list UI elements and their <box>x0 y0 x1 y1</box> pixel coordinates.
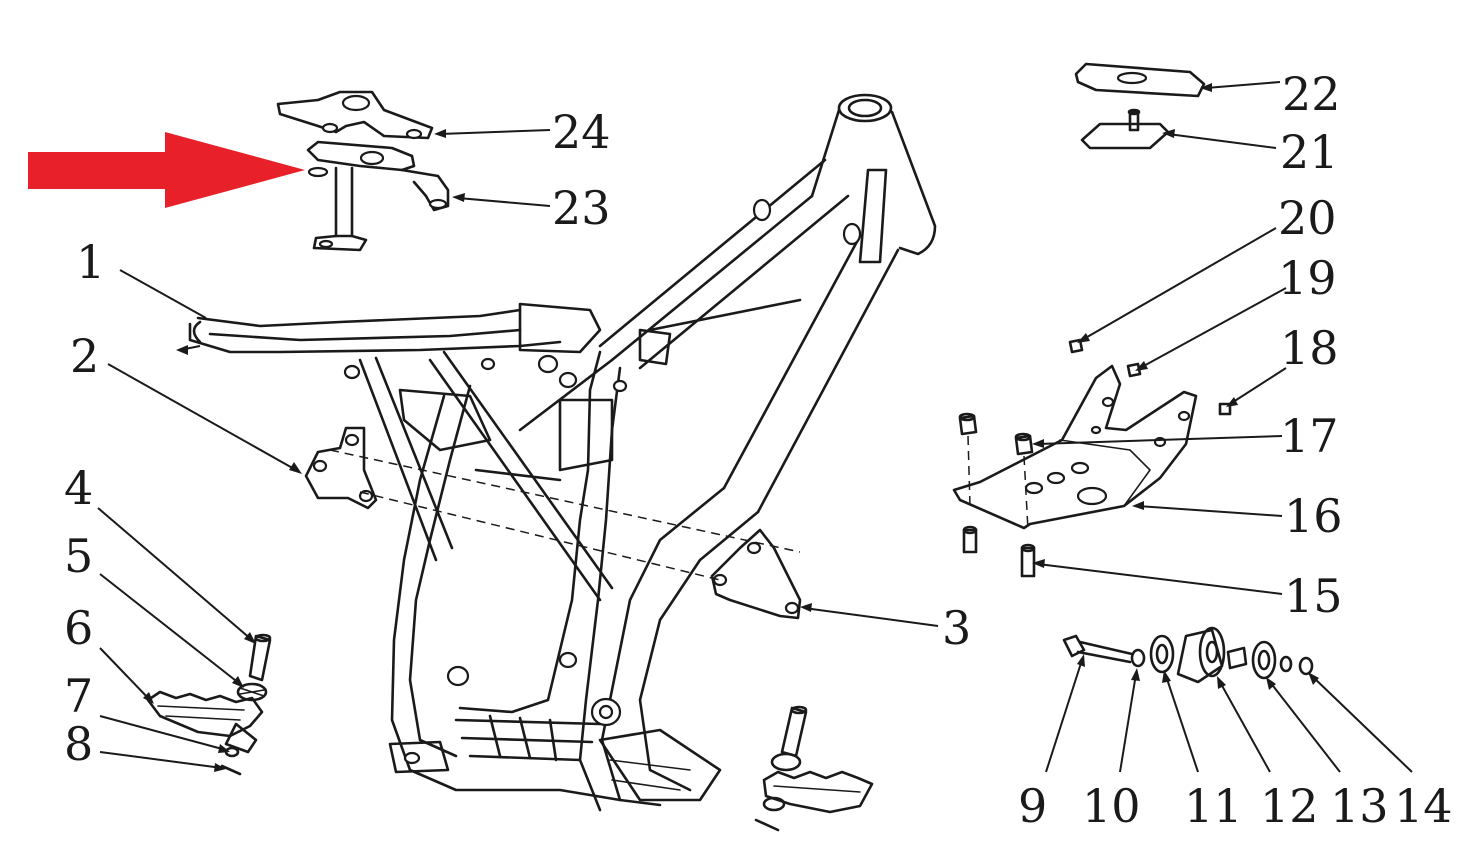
part-24-top-bracket[interactable] <box>276 90 434 140</box>
callout-15: 15 <box>1284 569 1343 623</box>
part-20-collar[interactable] <box>1068 338 1084 354</box>
part-18-bolt[interactable] <box>1218 402 1232 416</box>
part-3-side-bracket[interactable] <box>710 528 802 620</box>
part-6-left-footpeg[interactable] <box>146 690 264 754</box>
part-2-side-bracket[interactable] <box>304 426 378 510</box>
callout-6: 6 <box>64 601 93 655</box>
part-10-washer[interactable] <box>1130 648 1146 668</box>
callout-23: 23 <box>552 181 611 235</box>
part-11-bushing[interactable] <box>1149 634 1175 674</box>
part-14-nut[interactable] <box>1298 656 1314 676</box>
callout-3: 3 <box>942 601 971 655</box>
callout-22: 22 <box>1282 67 1341 121</box>
highlight-arrow <box>28 132 305 208</box>
part-19-collar[interactable] <box>1126 362 1142 378</box>
callout-7: 7 <box>64 669 93 723</box>
callout-18: 18 <box>1280 321 1339 375</box>
callout-8: 8 <box>64 717 93 771</box>
part-22-top-plate[interactable] <box>1074 62 1206 98</box>
callout-14: 14 <box>1394 779 1453 833</box>
callout-12: 12 <box>1260 779 1319 833</box>
callout-17: 17 <box>1280 409 1339 463</box>
callout-20: 20 <box>1278 191 1337 245</box>
part-1-main-frame[interactable] <box>188 93 937 812</box>
callout-labels: 1 2 3 4 5 6 7 8 9 10 11 12 13 14 15 16 1… <box>64 67 1453 833</box>
callout-1: 1 <box>76 235 105 289</box>
part-4-footpeg-pin[interactable] <box>248 633 272 682</box>
leader-lines <box>97 81 1413 773</box>
callout-2: 2 <box>70 329 99 383</box>
part-17-rubber-mounts[interactable] <box>958 412 1034 531</box>
callout-16: 16 <box>1284 489 1343 543</box>
callout-19: 19 <box>1278 251 1337 305</box>
part-23-stay-bracket[interactable] <box>306 140 450 252</box>
callout-4: 4 <box>64 461 93 515</box>
assembly-line-2 <box>329 449 801 553</box>
assembly-line-3 <box>359 491 721 581</box>
callout-9: 9 <box>1018 779 1047 833</box>
part-8-cotter-pin[interactable] <box>220 764 242 776</box>
part-16-skid-plate[interactable] <box>952 364 1198 530</box>
callout-10: 10 <box>1082 779 1141 833</box>
callout-11: 11 <box>1184 779 1243 833</box>
right-footpeg-assembly <box>754 705 874 832</box>
callout-21: 21 <box>1280 125 1339 179</box>
callout-24: 24 <box>552 105 611 159</box>
part-21-stud-plate[interactable] <box>1080 108 1170 150</box>
part-13-spacer[interactable] <box>1226 640 1293 680</box>
part-15-skid-plate-bolts[interactable] <box>962 525 1036 578</box>
part-9-pivot-bolt[interactable] <box>1062 634 1134 664</box>
callout-13: 13 <box>1330 779 1389 833</box>
part-12-damper-rubber[interactable] <box>1176 626 1226 684</box>
callout-5: 5 <box>64 529 93 583</box>
